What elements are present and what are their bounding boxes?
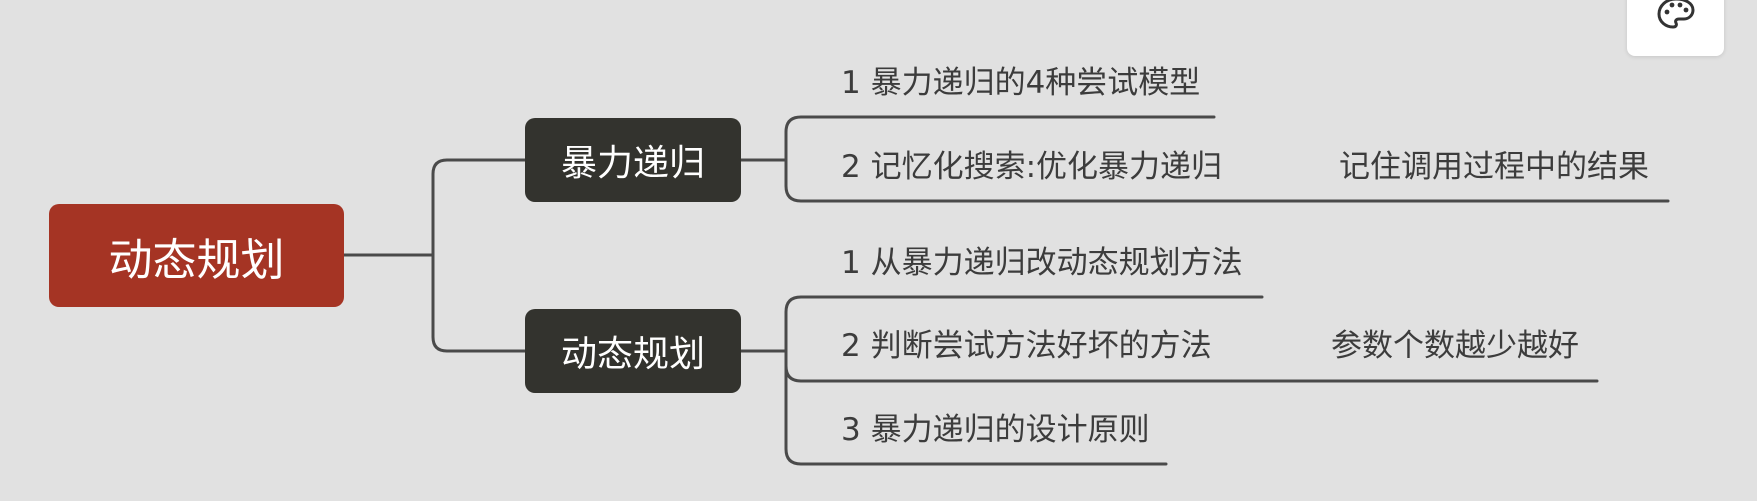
connector-root-to-branch-2: [431, 253, 527, 353]
leaf-node-memo-note[interactable]: 记住调用过程中的结果: [1339, 149, 1649, 185]
leaf-node-judge-try-method[interactable]: 2 判断尝试方法好坏的方法: [841, 328, 1212, 364]
branch-node-dynamic-programming[interactable]: 动态规划: [525, 309, 741, 393]
palette-icon: [1656, 0, 1696, 34]
leaf-node-param-note[interactable]: 参数个数越少越好: [1331, 328, 1579, 364]
leaf-node-design-principles[interactable]: 3 暴力递归的设计原则: [841, 412, 1150, 448]
connector-branch-1-to-leaf-2: [784, 158, 1240, 203]
connector-branch-2-to-leaf-1: [784, 295, 1264, 353]
leaf-node-memoized-search[interactable]: 2 记忆化搜索:优化暴力递归: [841, 149, 1223, 185]
connector-branch-1-to-leaf-1: [784, 115, 1216, 162]
leaf-node-four-try-models[interactable]: 1 暴力递归的4种尝试模型: [841, 65, 1201, 101]
style-palette-button[interactable]: [1627, 0, 1724, 56]
leaf-node-recursion-to-dp[interactable]: 1 从暴力递归改动态规划方法: [841, 245, 1243, 281]
connector-branch-2-to-leaf-3: [784, 349, 1168, 466]
root-node[interactable]: 动态规划: [49, 204, 344, 307]
branch-node-brute-force-recursion[interactable]: 暴力递归: [525, 118, 741, 202]
connector-root-to-branch-1: [431, 158, 527, 257]
